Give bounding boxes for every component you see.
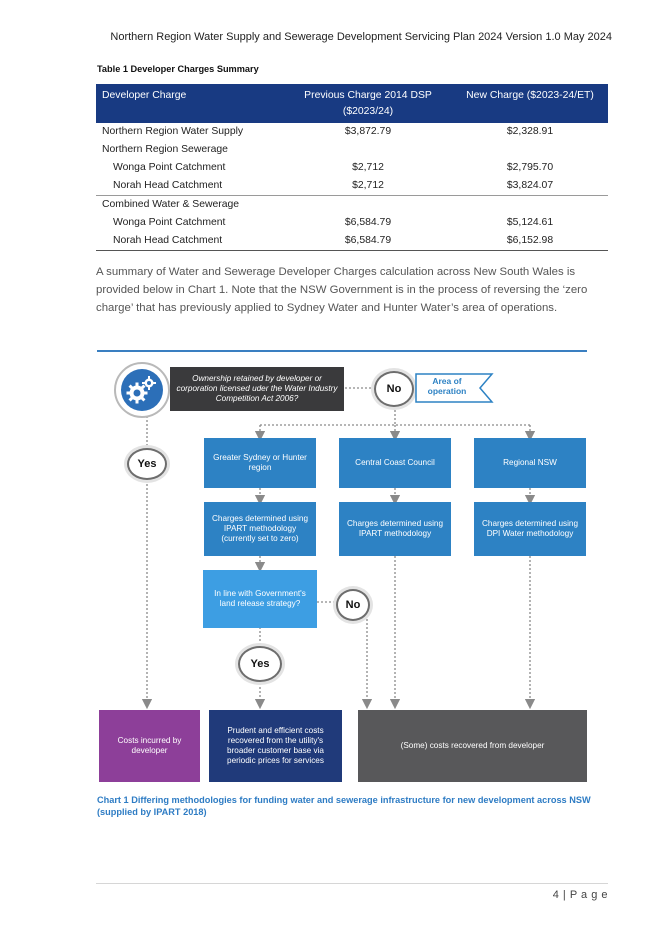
row-label: Wonga Point Catchment <box>113 162 226 174</box>
ipart-zero-text: Charges determined using IPART methodolo… <box>211 514 309 543</box>
area-tag-shape <box>415 373 494 403</box>
prudent-costs-text: Prudent and efficient costs recovered fr… <box>227 726 324 765</box>
table-row: Combined Water & Sewerage <box>96 195 608 215</box>
yes-circle-left: Yes <box>127 448 167 480</box>
table-row: Northern Region Water Supply $3,872.79 $… <box>96 123 608 141</box>
row-new: $6,152.98 <box>452 232 608 252</box>
col-header-developer-charge: Developer Charge <box>102 90 187 101</box>
row-label: Norah Head Catchment <box>96 232 284 252</box>
col-header-previous-line2: ($2023/24) <box>342 106 394 118</box>
row-label: Combined Water & Sewerage <box>96 195 284 215</box>
row-previous <box>284 195 452 215</box>
ownership-question-box: Ownership retained by developer or corpo… <box>170 367 344 411</box>
gear-circle <box>114 362 170 418</box>
land-release-text: In line with Government's land release s… <box>214 589 306 608</box>
table-row: Northern Region Sewerage <box>96 141 608 159</box>
ipart-text: Charges determined using IPART methodolo… <box>346 519 444 538</box>
row-new: $5,124.61 <box>506 217 554 229</box>
ipart-box: Charges determined using IPART methodolo… <box>339 502 451 556</box>
some-costs-text: (Some) costs recovered from developer <box>400 741 545 750</box>
row-label: Northern Region Water Supply <box>102 126 244 138</box>
col-header-previous-line1: Previous Charge 2014 DSP <box>304 90 432 101</box>
central-coast-text: Central Coast Council <box>355 458 435 467</box>
row-previous: $2,712 <box>352 162 384 174</box>
figure-top-rule <box>97 350 587 352</box>
prudent-costs-box: Prudent and efficient costs recovered fr… <box>209 710 342 782</box>
costs-developer-text: Costs incurred by developer <box>117 736 182 755</box>
developer-charges-table: Developer Charge Previous Charge 2014 DS… <box>96 84 608 252</box>
greater-sydney-box: Greater Sydney or Hunter region <box>204 438 316 488</box>
table-row: Wonga Point Catchment $6,584.79 $5,124.6… <box>96 214 608 232</box>
yes-circle-middle: Yes <box>238 646 282 682</box>
row-new: $3,824.07 <box>506 180 554 192</box>
row-new: $2,795.70 <box>506 162 554 174</box>
page-number: 4 | P a g e <box>552 889 608 901</box>
running-header: Northern Region Water Supply and Sewerag… <box>110 31 612 43</box>
ownership-question-text: Ownership retained by developer or corpo… <box>176 374 338 403</box>
row-previous: $3,872.79 <box>344 126 392 138</box>
regional-nsw-box: Regional NSW <box>474 438 586 488</box>
greater-sydney-text: Greater Sydney or Hunter region <box>213 453 307 472</box>
table-caption: Table 1 Developer Charges Summary <box>97 64 259 74</box>
some-costs-box: (Some) costs recovered from developer <box>358 710 587 782</box>
footer-rule <box>96 883 608 884</box>
yes-label: Yes <box>250 658 270 670</box>
table-row: Norah Head Catchment $2,712 $3,824.07 <box>96 177 608 196</box>
dpi-water-box: Charges determined using DPI Water metho… <box>474 502 586 556</box>
ipart-zero-box: Charges determined using IPART methodolo… <box>204 502 316 556</box>
no-label: No <box>386 383 402 395</box>
regional-nsw-text: Regional NSW <box>503 458 557 467</box>
figure-caption: Chart 1 Differing methodologies for fund… <box>97 795 591 817</box>
no-label: No <box>345 599 361 611</box>
no-circle-middle: No <box>336 589 370 621</box>
central-coast-box: Central Coast Council <box>339 438 451 488</box>
row-previous: $2,712 <box>352 180 384 192</box>
col-header-previous-charge: Previous Charge 2014 DSP ($2023/24) <box>284 84 452 123</box>
row-label: Norah Head Catchment <box>113 180 223 192</box>
yes-label: Yes <box>137 458 157 470</box>
table-row: Wonga Point Catchment $2,712 $2,795.70 <box>96 159 608 177</box>
land-release-question-box: In line with Government's land release s… <box>203 570 317 628</box>
row-new <box>452 195 608 215</box>
no-circle-top: No <box>374 371 414 407</box>
dpi-water-text: Charges determined using DPI Water metho… <box>481 519 579 538</box>
row-previous: $6,584.79 <box>344 217 392 229</box>
costs-developer-box: Costs incurred by developer <box>99 710 200 782</box>
row-new: $2,328.91 <box>506 126 554 138</box>
summary-paragraph: A summary of Water and Sewerage Develope… <box>96 266 588 314</box>
table-row: Norah Head Catchment $6,584.79 $6,152.98 <box>96 232 608 252</box>
table-header-row: Developer Charge Previous Charge 2014 DS… <box>96 84 608 124</box>
gears-icon <box>121 369 163 411</box>
row-label: Wonga Point Catchment <box>113 217 226 229</box>
col-header-new-charge: New Charge ($2023-24/ET) <box>466 90 594 101</box>
row-previous: $6,584.79 <box>284 232 452 252</box>
area-of-operation-label: Area of operation <box>427 376 467 396</box>
row-label: Northern Region Sewerage <box>102 144 228 156</box>
